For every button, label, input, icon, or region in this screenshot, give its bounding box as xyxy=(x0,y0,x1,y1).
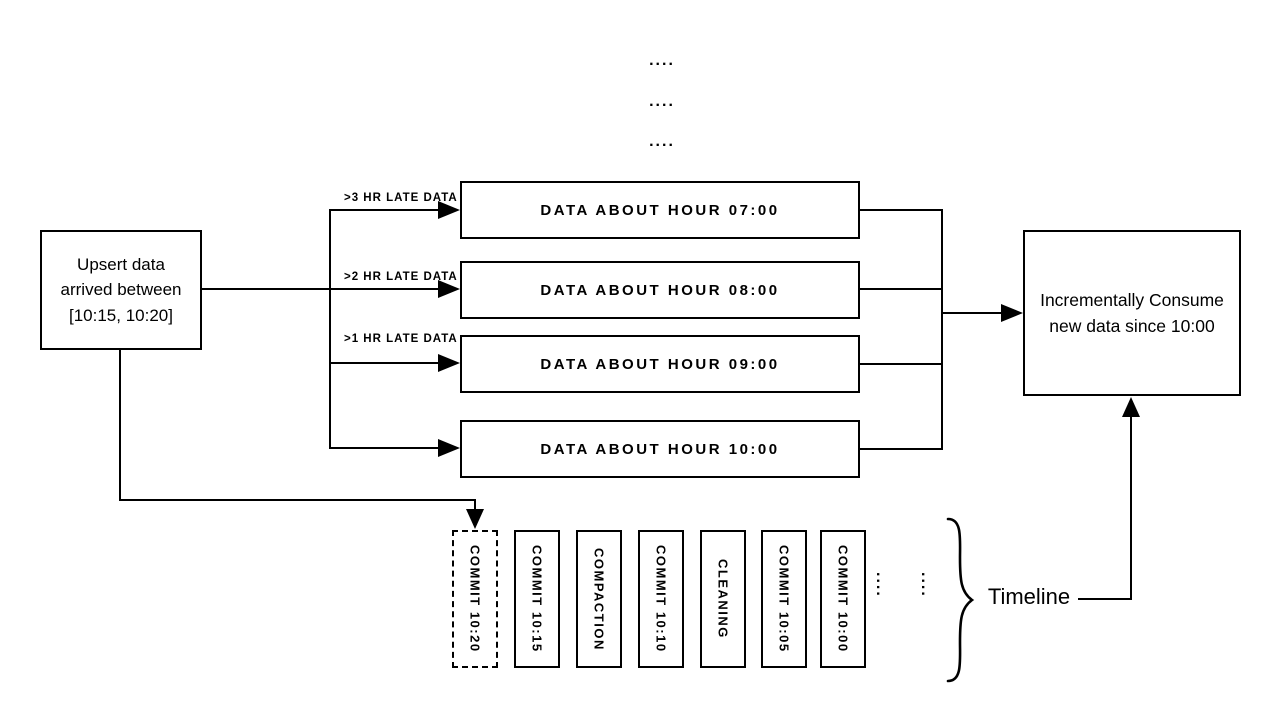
connector-line xyxy=(330,362,440,364)
hour-box-0900: DATA ABOUT HOUR 09:00 xyxy=(460,335,860,393)
upsert-data-line: [10:15, 10:20] xyxy=(69,305,173,325)
arrowhead-up-icon xyxy=(1122,397,1140,417)
timeline-entry-commit-1010: COMMIT 10:10 xyxy=(638,530,684,668)
connector-line xyxy=(330,288,440,290)
arrowhead-down-icon xyxy=(466,509,484,529)
late-label-1hr: >1 HR LATE DATA xyxy=(344,333,458,345)
top-ellipsis-row: .... xyxy=(649,133,675,150)
top-ellipsis-row: .... xyxy=(649,52,675,69)
connector-line xyxy=(860,448,943,450)
connector-line xyxy=(860,209,943,211)
connector-line xyxy=(860,363,943,365)
merge-bus-line xyxy=(941,209,943,450)
arrowhead-right-icon xyxy=(438,280,460,298)
timeline-entry-commit-1005: COMMIT 10:05 xyxy=(761,530,807,668)
connector-line xyxy=(860,288,943,290)
arrowhead-right-icon xyxy=(1001,304,1023,322)
timeline-label: Timeline xyxy=(987,584,1071,609)
consume-line: Incrementally Consume xyxy=(1040,289,1224,310)
arrowhead-right-icon xyxy=(438,354,460,372)
hour-box-0800: DATA ABOUT HOUR 08:00 xyxy=(460,261,860,319)
timeline-ellipsis: .... xyxy=(873,572,890,598)
incremental-consume-box: Incrementally Consume new data since 10:… xyxy=(1023,230,1241,396)
connector-line xyxy=(943,312,1003,314)
top-ellipsis-row: .... xyxy=(649,93,675,110)
arrowhead-right-icon xyxy=(438,201,460,219)
connector-line xyxy=(119,499,476,501)
timeline-entry-cleaning: CLEANING xyxy=(700,530,746,668)
connector-line xyxy=(202,288,330,290)
curly-brace-icon xyxy=(946,517,975,683)
upsert-data-box: Upsert data arrived between [10:15, 10:2… xyxy=(40,230,202,350)
connector-line xyxy=(1078,598,1132,600)
hour-box-1000: DATA ABOUT HOUR 10:00 xyxy=(460,420,860,478)
late-label-2hr: >2 HR LATE DATA xyxy=(344,271,458,283)
connector-line xyxy=(330,209,440,211)
connector-line xyxy=(330,447,440,449)
connector-line xyxy=(119,350,121,501)
timeline-entry-compaction: COMPACTION xyxy=(576,530,622,668)
timeline-entry-commit-1000: COMMIT 10:00 xyxy=(820,530,866,668)
upsert-data-line: Upsert data xyxy=(77,254,165,274)
branch-bus-line xyxy=(329,209,331,449)
timeline-entry-commit-1020: COMMIT 10:20 xyxy=(452,530,498,668)
arrowhead-right-icon xyxy=(438,439,460,457)
hour-box-0700: DATA ABOUT HOUR 07:00 xyxy=(460,181,860,239)
late-label-3hr: >3 HR LATE DATA xyxy=(344,192,458,204)
timeline-entry-commit-1015: COMMIT 10:15 xyxy=(514,530,560,668)
consume-line: new data since 10:00 xyxy=(1049,316,1215,336)
upsert-data-line: arrived between xyxy=(60,280,182,300)
timeline-ellipsis: .... xyxy=(918,572,935,598)
connector-line xyxy=(474,499,476,511)
connector-line xyxy=(1130,415,1132,600)
